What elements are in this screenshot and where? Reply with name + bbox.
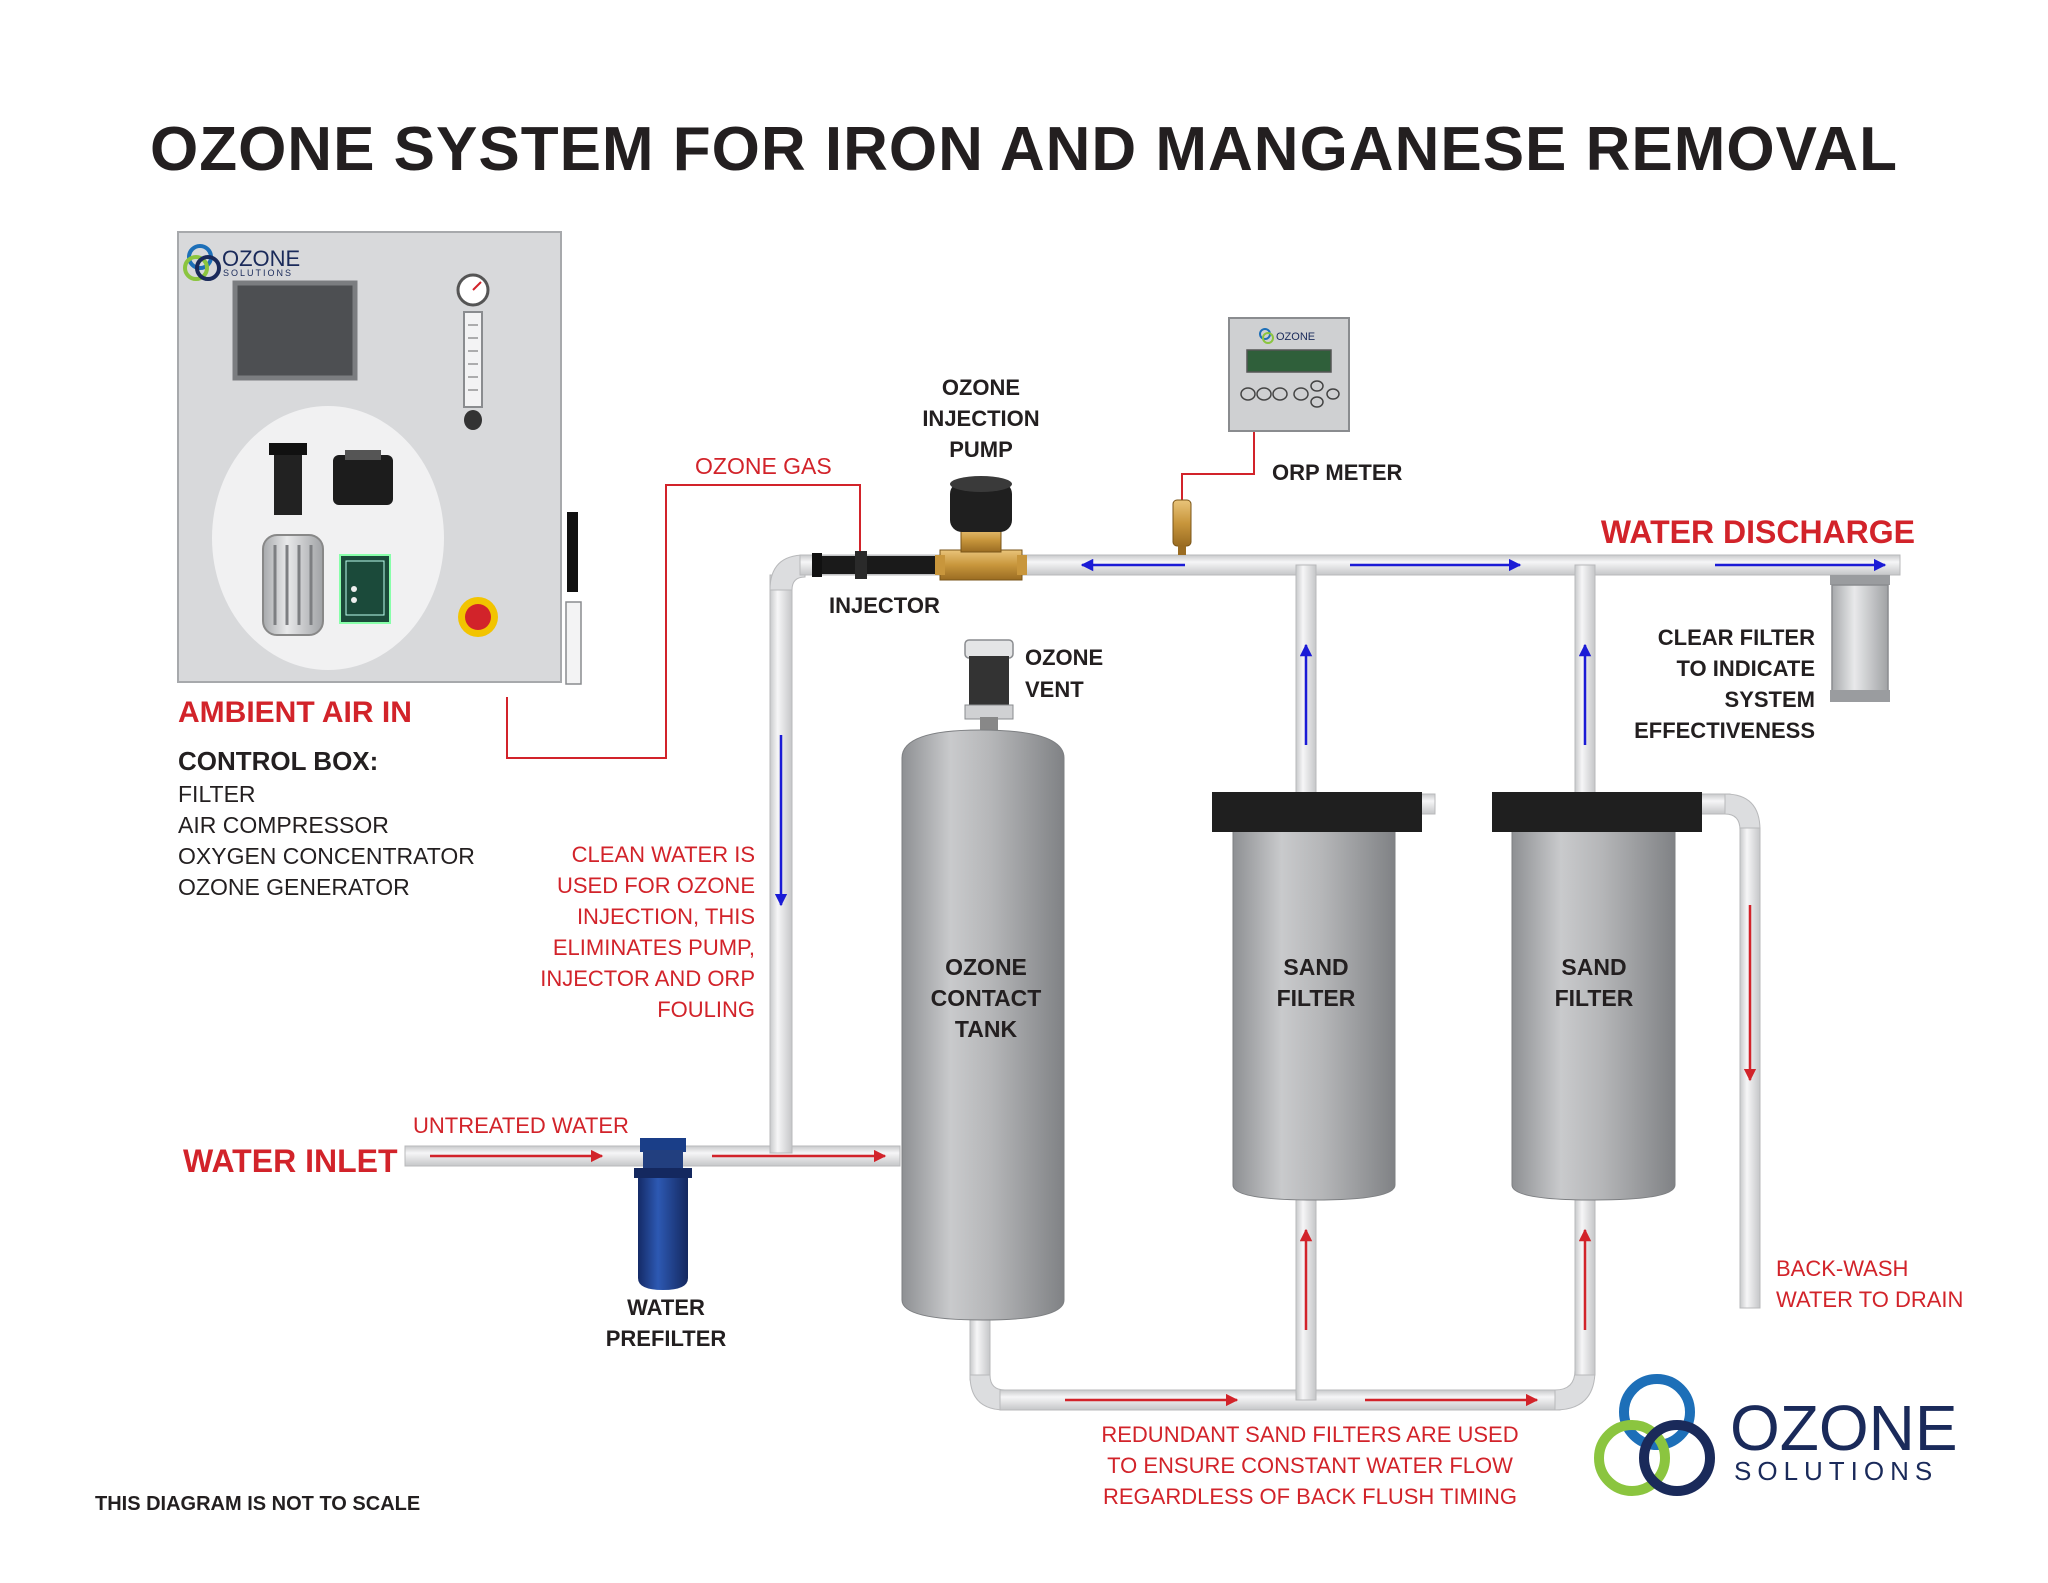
injector bbox=[812, 551, 938, 579]
control-box-logo-sub: SOLUTIONS bbox=[223, 268, 293, 278]
side-flow-meter bbox=[565, 601, 582, 685]
clean-water-note-line: CLEAN WATER IS bbox=[572, 842, 755, 867]
control-box-items: FILTER AIR COMPRESSOR OXYGEN CONCENTRATO… bbox=[178, 781, 475, 900]
redundant-note-line: REGARDLESS OF BACK FLUSH TIMING bbox=[1103, 1484, 1517, 1509]
clean-water-note-line: USED FOR OZONE bbox=[557, 873, 755, 898]
clean-water-note-line: INJECTOR AND ORP bbox=[540, 966, 755, 991]
prefilter-label-line: PREFILTER bbox=[606, 1326, 727, 1351]
redundant-note-line: REDUNDANT SAND FILTERS ARE USED bbox=[1101, 1422, 1518, 1447]
untreated-water-label: UNTREATED WATER bbox=[413, 1113, 629, 1138]
logo-ring-navy-icon bbox=[1639, 1420, 1715, 1496]
ozone-vent bbox=[964, 639, 1014, 731]
ozone-vent-label-line: OZONE bbox=[1025, 645, 1103, 670]
control-box-item: AIR COMPRESSOR bbox=[178, 812, 389, 838]
contact-tank-label-line: OZONE bbox=[945, 954, 1027, 980]
ozone-vent-label: OZONE VENT bbox=[1025, 645, 1103, 702]
orp-display bbox=[1246, 349, 1332, 373]
prefilter-label-line: WATER bbox=[627, 1295, 705, 1320]
clear-filter-label-line: EFFECTIVENESS bbox=[1634, 718, 1815, 743]
orp-meter-label: ORP METER bbox=[1272, 460, 1403, 485]
sand-filter-2 bbox=[1492, 792, 1702, 1201]
ozone-gas-line bbox=[506, 484, 861, 759]
contact-tank-label: OZONE CONTACT TANK bbox=[931, 954, 1042, 1042]
pump-label-line: OZONE bbox=[942, 375, 1020, 400]
control-box: OZONE SOLUTIONS bbox=[177, 231, 582, 685]
ozone-solutions-logo: OZONE SOLUTIONS bbox=[1594, 1374, 1958, 1496]
clear-filter-label: CLEAR FILTER TO INDICATE SYSTEM EFFECTIV… bbox=[1634, 625, 1815, 743]
flow-arrows bbox=[430, 558, 1887, 1407]
knob-icon bbox=[464, 410, 482, 430]
ozone-gas-label: OZONE GAS bbox=[695, 453, 832, 479]
clear-filter bbox=[1830, 575, 1890, 702]
flow-meter-icon bbox=[463, 311, 483, 408]
logo-wordmark: OZONE bbox=[1730, 1392, 1958, 1464]
ozone-vent-label-line: VENT bbox=[1025, 677, 1084, 702]
control-box-logo-text: OZONE bbox=[222, 246, 300, 271]
water-prefilter bbox=[634, 1138, 692, 1290]
pump-label-line: PUMP bbox=[949, 437, 1013, 462]
orp-probe bbox=[1172, 499, 1192, 555]
clear-filter-label-line: TO INDICATE bbox=[1676, 656, 1815, 681]
internals-window bbox=[212, 406, 444, 670]
backwash-label: BACK-WASH WATER TO DRAIN bbox=[1776, 1256, 1963, 1312]
ambient-air-in-label: AMBIENT AIR IN bbox=[178, 696, 412, 729]
ozone-contact-tank bbox=[901, 729, 1065, 1321]
clean-water-note: CLEAN WATER IS USED FOR OZONE INJECTION,… bbox=[540, 842, 755, 1022]
orp-meter-logo-text: OZONE bbox=[1276, 331, 1315, 343]
injector-label: INJECTOR bbox=[829, 593, 940, 618]
control-box-logo: OZONE SOLUTIONS bbox=[183, 244, 300, 281]
logo-ring-green-icon bbox=[1594, 1420, 1670, 1496]
prefilter-label: WATER PREFILTER bbox=[606, 1295, 727, 1351]
hmi-screen bbox=[232, 280, 358, 381]
not-to-scale-note: THIS DIAGRAM IS NOT TO SCALE bbox=[95, 1493, 420, 1515]
redundant-filters-note: REDUNDANT SAND FILTERS ARE USED TO ENSUR… bbox=[1101, 1422, 1518, 1509]
water-inlet-label: WATER INLET bbox=[183, 1143, 398, 1179]
sand-filter-label-line: FILTER bbox=[1555, 985, 1634, 1011]
clear-filter-label-line: SYSTEM bbox=[1725, 687, 1815, 712]
clean-water-note-line: ELIMINATES PUMP, bbox=[553, 935, 755, 960]
sand-filter-1 bbox=[1212, 792, 1422, 1201]
control-box-item: OXYGEN CONCENTRATOR bbox=[178, 843, 475, 869]
logo-subtitle: SOLUTIONS bbox=[1734, 1456, 1938, 1486]
sand-filter-1-label: SAND FILTER bbox=[1277, 954, 1356, 1011]
sand-filter-label-line: FILTER bbox=[1277, 985, 1356, 1011]
sand-filter-2-label: SAND FILTER bbox=[1555, 954, 1634, 1011]
page-title: OZONE SYSTEM FOR IRON AND MANGANESE REMO… bbox=[150, 115, 1898, 184]
backwash-label-line: BACK-WASH bbox=[1776, 1256, 1908, 1281]
orp-meter: OZONE bbox=[1228, 317, 1350, 432]
pump-label: OZONE INJECTION PUMP bbox=[922, 375, 1039, 462]
clean-water-note-line: INJECTION, THIS bbox=[577, 904, 755, 929]
injection-pump bbox=[935, 476, 1027, 581]
sand-filter-label-line: SAND bbox=[1283, 954, 1348, 980]
pump-label-line: INJECTION bbox=[922, 406, 1039, 431]
clear-filter-label-line: CLEAR FILTER bbox=[1658, 625, 1815, 650]
door-handle bbox=[567, 512, 578, 592]
sand-filter-label-line: SAND bbox=[1561, 954, 1626, 980]
clean-water-note-line: FOULING bbox=[657, 997, 755, 1022]
water-discharge-label: WATER DISCHARGE bbox=[1601, 514, 1915, 550]
backwash-label-line: WATER TO DRAIN bbox=[1776, 1287, 1963, 1312]
orp-signal-line bbox=[1181, 430, 1255, 500]
control-box-label: CONTROL BOX: bbox=[178, 746, 378, 776]
redundant-note-line: TO ENSURE CONSTANT WATER FLOW bbox=[1107, 1453, 1513, 1478]
contact-tank-label-line: TANK bbox=[955, 1016, 1018, 1042]
control-box-item: FILTER bbox=[178, 781, 256, 807]
control-box-item: OZONE GENERATOR bbox=[178, 874, 410, 900]
contact-tank-label-line: CONTACT bbox=[931, 985, 1042, 1011]
